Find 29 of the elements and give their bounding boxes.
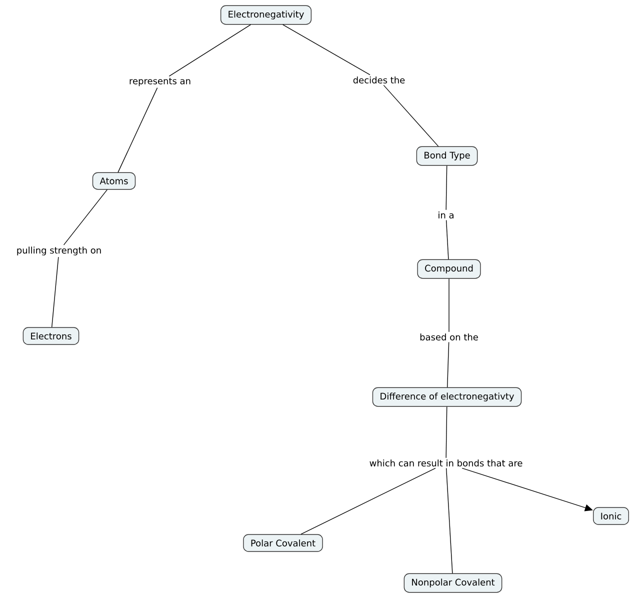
connector	[383, 84, 439, 147]
connector	[63, 189, 108, 246]
linking-phrase: pulling strength on	[17, 246, 101, 256]
concept-box: Polar Covalent	[243, 534, 323, 552]
linking-phrase: in a	[438, 212, 454, 218]
connector	[446, 468, 453, 574]
concept-box: Ionic	[593, 507, 630, 525]
concept-box: Nonpolar Covalent	[404, 573, 502, 593]
concept-box: Atoms	[92, 172, 136, 190]
linking-phrase: which can result in bonds that are	[370, 460, 522, 466]
connector	[446, 406, 448, 458]
connector	[446, 220, 449, 260]
connector	[118, 87, 158, 173]
concept-box: Electronegativity	[220, 5, 312, 25]
linking-phrase: represents an	[130, 78, 190, 86]
concept-box: Difference of electronegativty	[372, 387, 522, 407]
connector	[462, 468, 593, 512]
connector	[168, 24, 251, 77]
concept-box: Compound	[417, 259, 481, 279]
connector	[300, 468, 436, 535]
concept-box: Bond Type	[416, 146, 478, 166]
connector	[446, 165, 448, 210]
connector	[448, 278, 450, 332]
linking-phrase: based on the	[420, 334, 478, 340]
connector	[51, 256, 59, 328]
concept-box: Electrons	[22, 327, 80, 345]
connector	[446, 342, 450, 388]
connector	[282, 24, 370, 76]
linking-phrase: decides the	[353, 76, 405, 84]
